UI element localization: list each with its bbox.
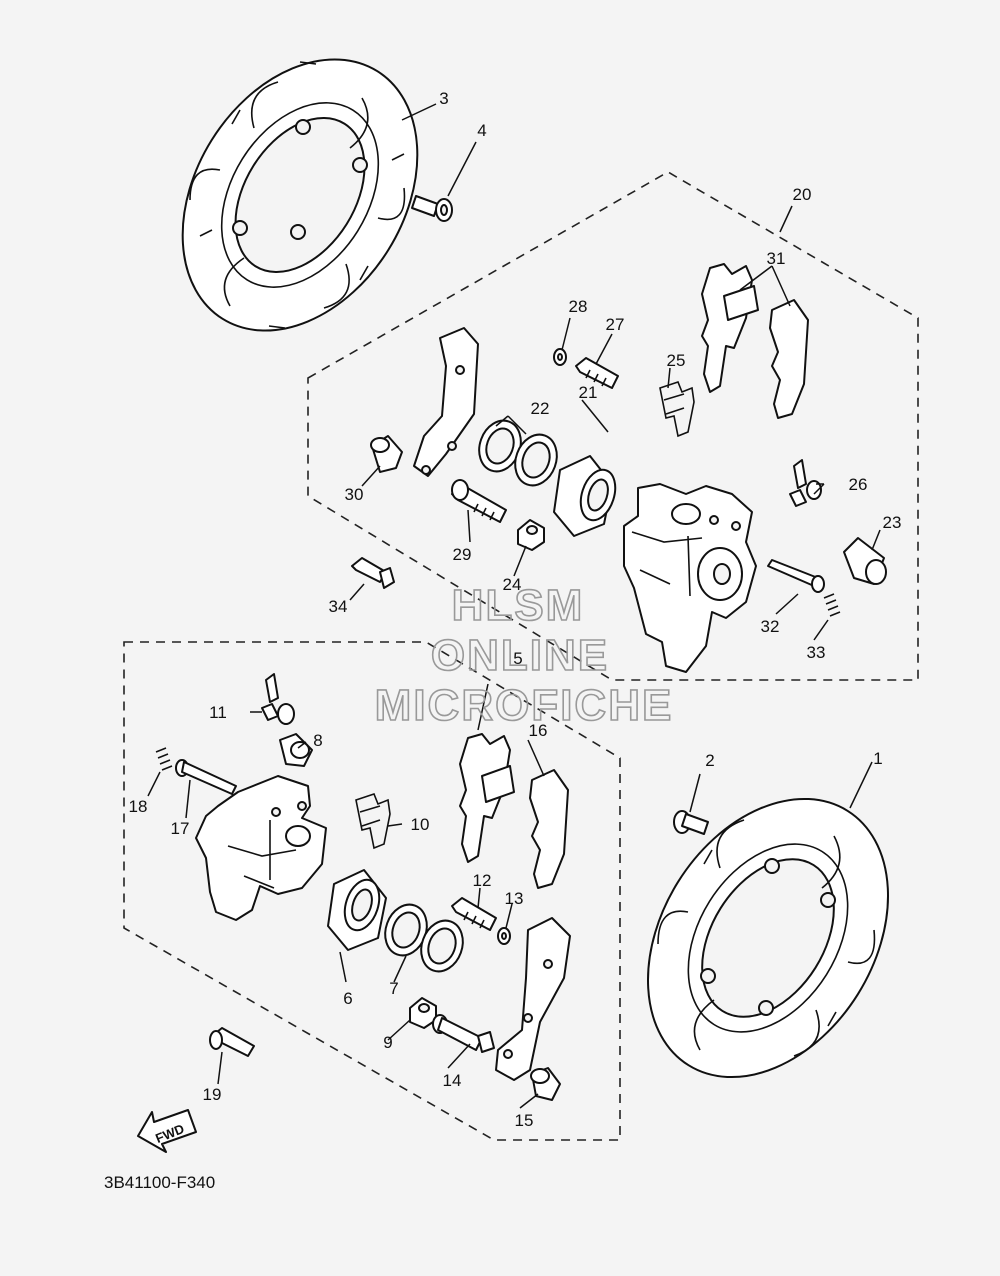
callout-6: 6: [343, 989, 352, 1008]
spring-33: [823, 593, 841, 617]
callout-7: 7: [389, 979, 398, 998]
callout-28: 28: [569, 297, 588, 316]
pin-17: [175, 759, 237, 795]
callout-3: 3: [439, 89, 448, 108]
caliper-body-upper: [623, 483, 757, 673]
pin-32: [767, 559, 825, 593]
caliper-bracket-lower: [495, 917, 571, 1081]
callout-18: 18: [129, 797, 148, 816]
plug-23: [843, 537, 887, 585]
brake-disc-upper: [181, 58, 419, 332]
bleed-screw-27: [575, 357, 619, 389]
callout-14: 14: [443, 1071, 462, 1090]
callout-8: 8: [313, 731, 322, 750]
bolt-14: [432, 1014, 495, 1053]
spring-18: [155, 747, 173, 771]
callout-labels: 3 4 20 31 28 27 25 22 21 30 26 23 29 24 …: [129, 89, 902, 1130]
disc-bolt-upper: [411, 195, 453, 222]
bolt-29: [451, 479, 507, 523]
bushing-30: [370, 435, 403, 473]
leader-lines: [147, 103, 881, 1109]
piston-seals-lower: [384, 903, 464, 973]
callout-11: 11: [209, 703, 227, 722]
washer-13: [497, 927, 511, 945]
callout-24: 24: [503, 575, 522, 594]
callout-32: 32: [761, 617, 780, 636]
brake-pad-set-lower: [459, 733, 569, 889]
callout-12: 12: [473, 871, 492, 890]
boot-9: [409, 997, 437, 1029]
diagram-code: 3B41100-F340: [104, 1173, 215, 1192]
callout-15: 15: [515, 1111, 534, 1130]
callout-19: 19: [203, 1085, 222, 1104]
callout-16: 16: [529, 721, 548, 740]
callout-30: 30: [345, 485, 364, 504]
bleed-screw-12: [451, 897, 497, 931]
watermark-line-1: HLSM: [452, 581, 585, 630]
lower-caliper-assembly-boundary: [123, 641, 621, 1141]
bolt-34: [351, 557, 395, 589]
callout-1: 1: [873, 749, 882, 768]
boot-24: [517, 519, 545, 551]
forward-direction-arrow: FWD: [137, 1109, 197, 1153]
callout-20: 20: [793, 185, 812, 204]
callout-5: 5: [513, 649, 522, 668]
brake-pad-set-upper: [701, 263, 809, 419]
callout-23: 23: [883, 513, 902, 532]
callout-25: 25: [667, 351, 686, 370]
callout-2: 2: [705, 751, 714, 770]
callout-26: 26: [849, 475, 868, 494]
caliper-piston-upper: [553, 455, 617, 537]
caliper-piston-lower: [327, 869, 387, 951]
pad-spring-upper: [659, 381, 695, 438]
caliper-bracket-upper: [413, 327, 479, 477]
callout-10: 10: [411, 815, 430, 834]
callout-34: 34: [329, 597, 348, 616]
pad-spring-lower: [355, 793, 391, 850]
watermark-line-2: ONLINE: [431, 631, 609, 680]
callout-21: 21: [579, 383, 598, 402]
callout-13: 13: [505, 889, 524, 908]
bleeder-26: [789, 459, 822, 507]
brake-disc-lower: [647, 797, 889, 1079]
callout-22: 22: [531, 399, 550, 418]
callout-31: 31: [767, 249, 786, 268]
bushing-15: [530, 1067, 561, 1101]
bleeder-11: [261, 673, 295, 725]
callout-33: 33: [807, 643, 826, 662]
bushing-8: [279, 733, 313, 767]
piston-seals-upper: [478, 419, 558, 487]
callout-27: 27: [606, 315, 625, 334]
callout-29: 29: [453, 545, 472, 564]
bolt-19: [209, 1027, 255, 1057]
disc-bolt-lower: [673, 810, 709, 835]
callout-4: 4: [477, 121, 486, 140]
callout-17: 17: [171, 819, 190, 838]
callout-9: 9: [383, 1033, 392, 1052]
caliper-body-lower: [195, 775, 327, 921]
watermark-line-3: MICROFICHE: [375, 681, 674, 730]
washer-28: [553, 348, 567, 366]
